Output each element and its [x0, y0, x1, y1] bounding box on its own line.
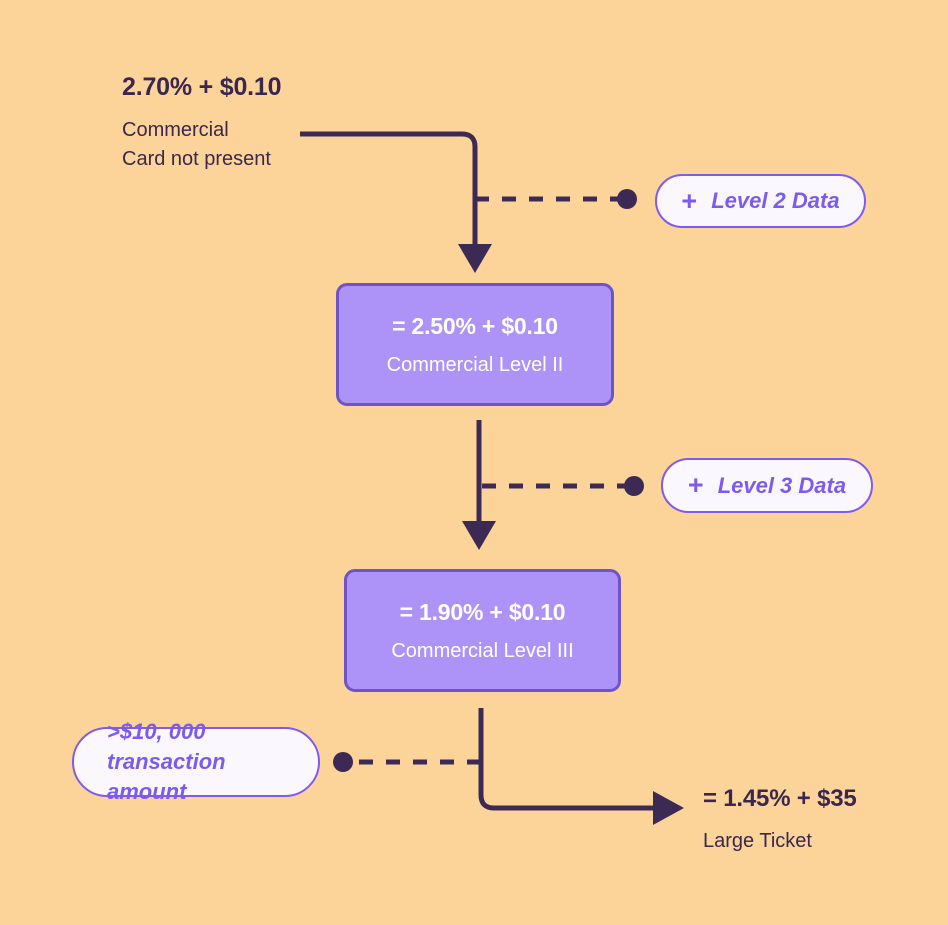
dot-level2-branch [617, 189, 637, 209]
condition-pill-level-3-data[interactable]: + Level 3 Data [661, 458, 873, 513]
connector-level3-to-outcome [478, 708, 660, 811]
arrowhead-into-level3 [462, 521, 496, 550]
outcome-large-ticket: = 1.45% + $35 Large Ticket [703, 783, 933, 855]
condition-pill-level-3-label: Level 3 Data [717, 472, 847, 498]
condition-pill-level-2-data[interactable]: + Level 2 Data [655, 174, 866, 228]
node-commercial-level-2[interactable]: = 2.50% + $0.10 Commercial Level II [336, 283, 614, 406]
plus-icon: + [681, 185, 698, 216]
node-level2-rate: = 2.50% + $0.10 [392, 313, 558, 339]
transaction-amount-line-2: transaction amount [107, 749, 226, 804]
node-level2-name: Commercial Level II [386, 354, 564, 376]
plus-icon: + [687, 470, 704, 500]
source-rate-label: 2.70% + $0.10 Commercial Card not presen… [122, 70, 382, 174]
arrowhead-into-outcome [653, 791, 684, 825]
dot-large-ticket-branch [333, 752, 353, 772]
dot-level3-branch [624, 476, 644, 496]
condition-pill-level-2-label: Level 2 Data [711, 188, 840, 213]
node-level3-name: Commercial Level III [391, 640, 574, 662]
condition-pill-transaction-amount-label: >$10, 000 transaction amount [107, 717, 300, 807]
condition-pill-transaction-amount[interactable]: >$10, 000 transaction amount [72, 719, 320, 804]
transaction-amount-line-1: >$10, 000 [107, 719, 206, 744]
arrowhead-into-level2 [458, 244, 492, 273]
source-description: Commercial Card not present [122, 119, 271, 170]
outcome-name: Large Ticket [703, 830, 812, 852]
node-level3-rate: = 1.90% + $0.10 [399, 599, 566, 625]
source-rate-value: 2.70% + $0.10 [122, 73, 282, 101]
outcome-rate-value: = 1.45% + $35 [703, 785, 857, 812]
node-commercial-level-3[interactable]: = 1.90% + $0.10 Commercial Level III [344, 569, 621, 692]
